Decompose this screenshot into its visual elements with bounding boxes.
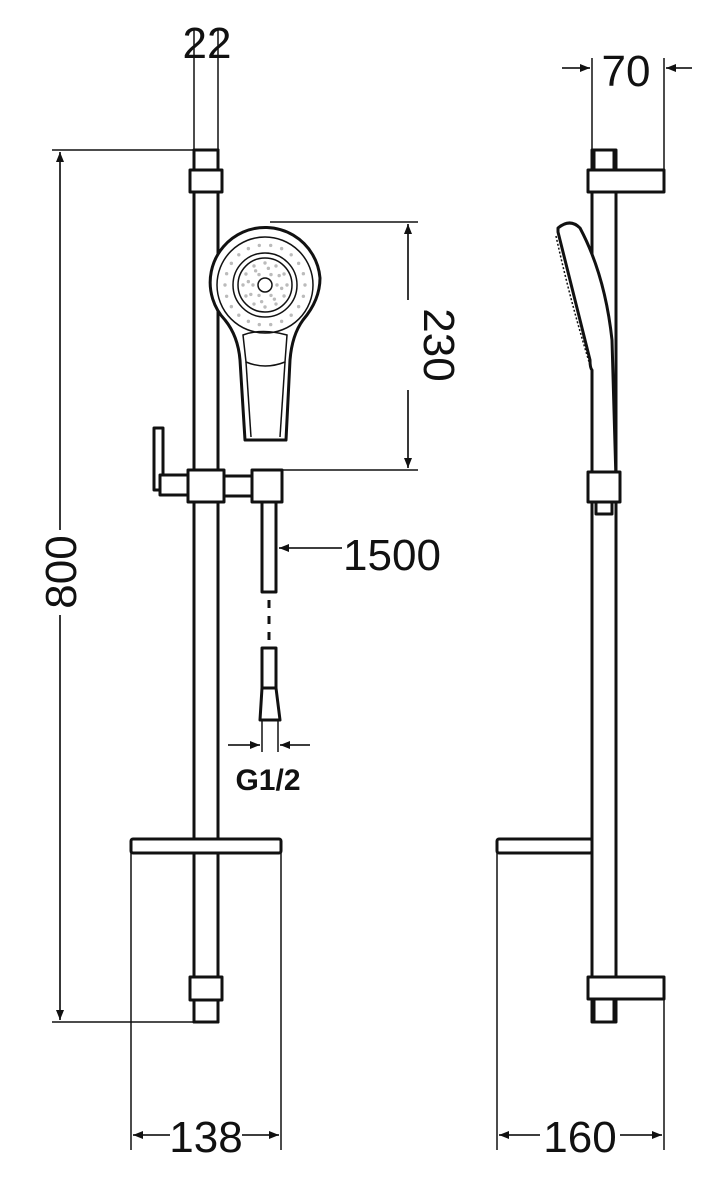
nozzle	[275, 283, 279, 287]
spray-nozzles	[223, 243, 307, 327]
nozzle	[263, 261, 267, 265]
front-view: 22 800 230 1500 G1/2 138	[37, 19, 463, 1162]
nozzle	[244, 294, 248, 298]
nozzle	[252, 264, 256, 268]
nozzle	[252, 302, 256, 306]
nozzle	[301, 272, 306, 276]
dim-rail-width: 22	[183, 19, 232, 68]
nozzle	[237, 313, 241, 317]
side-top-bracket	[586, 168, 666, 194]
nozzle	[269, 272, 273, 277]
nozzle	[246, 319, 251, 324]
nozzle	[279, 286, 284, 291]
dim-bracket-depth: 70	[602, 47, 651, 96]
nozzle	[229, 304, 234, 309]
dim-head-height: 230	[414, 308, 463, 381]
top-bracket	[188, 168, 224, 194]
nozzle	[289, 253, 293, 257]
dim-rail-height: 800	[37, 535, 86, 608]
nozzle	[301, 294, 306, 298]
dim-side-width: 160	[543, 1113, 616, 1162]
nozzle	[266, 266, 271, 271]
dim-hose-length: 1500	[343, 531, 441, 580]
hose-connector	[258, 686, 282, 722]
nozzle	[274, 264, 278, 268]
nozzle	[223, 283, 227, 287]
nozzle	[253, 269, 258, 273]
nozzle	[224, 272, 229, 276]
nozzle	[289, 313, 293, 317]
soap-dish	[129, 837, 283, 855]
nozzle	[246, 246, 251, 251]
bottom-bracket	[188, 975, 224, 1002]
nozzle	[246, 279, 251, 284]
nozzle	[237, 253, 241, 257]
nozzle	[285, 283, 289, 287]
nozzle	[296, 261, 301, 266]
nozzle	[229, 261, 234, 266]
nozzle	[282, 294, 286, 298]
slider-holder	[186, 468, 226, 504]
dim-thread: G1/2	[235, 764, 300, 797]
nozzle	[272, 297, 277, 301]
nozzle	[303, 283, 307, 287]
dim-front-width: 138	[169, 1113, 242, 1162]
nozzle	[251, 283, 255, 287]
nozzle	[259, 299, 264, 304]
nozzle	[224, 294, 229, 298]
side-soap-dish	[495, 837, 594, 855]
nozzle	[263, 305, 267, 309]
side-view: 70 160	[495, 47, 692, 1162]
nozzle	[274, 302, 278, 306]
nozzle	[268, 243, 273, 248]
nozzle	[257, 293, 261, 298]
nozzle	[269, 293, 273, 298]
hose-end	[260, 646, 278, 690]
hose	[260, 500, 278, 594]
nozzle	[296, 304, 301, 309]
nozzle	[282, 272, 286, 276]
nozzle	[241, 283, 245, 287]
side-holder	[586, 470, 622, 504]
nozzle	[257, 243, 262, 248]
nozzle	[279, 246, 284, 251]
nozzle	[257, 322, 262, 327]
nozzle	[249, 292, 253, 297]
nozzle	[257, 272, 261, 277]
hand-shower	[208, 225, 322, 442]
nozzle	[277, 273, 281, 278]
hand-shower-holder	[250, 468, 284, 504]
nozzle	[279, 319, 284, 324]
side-bottom-bracket	[586, 975, 666, 1001]
nozzle	[244, 272, 248, 276]
side-hand-shower	[556, 221, 618, 482]
nozzle	[268, 322, 273, 327]
